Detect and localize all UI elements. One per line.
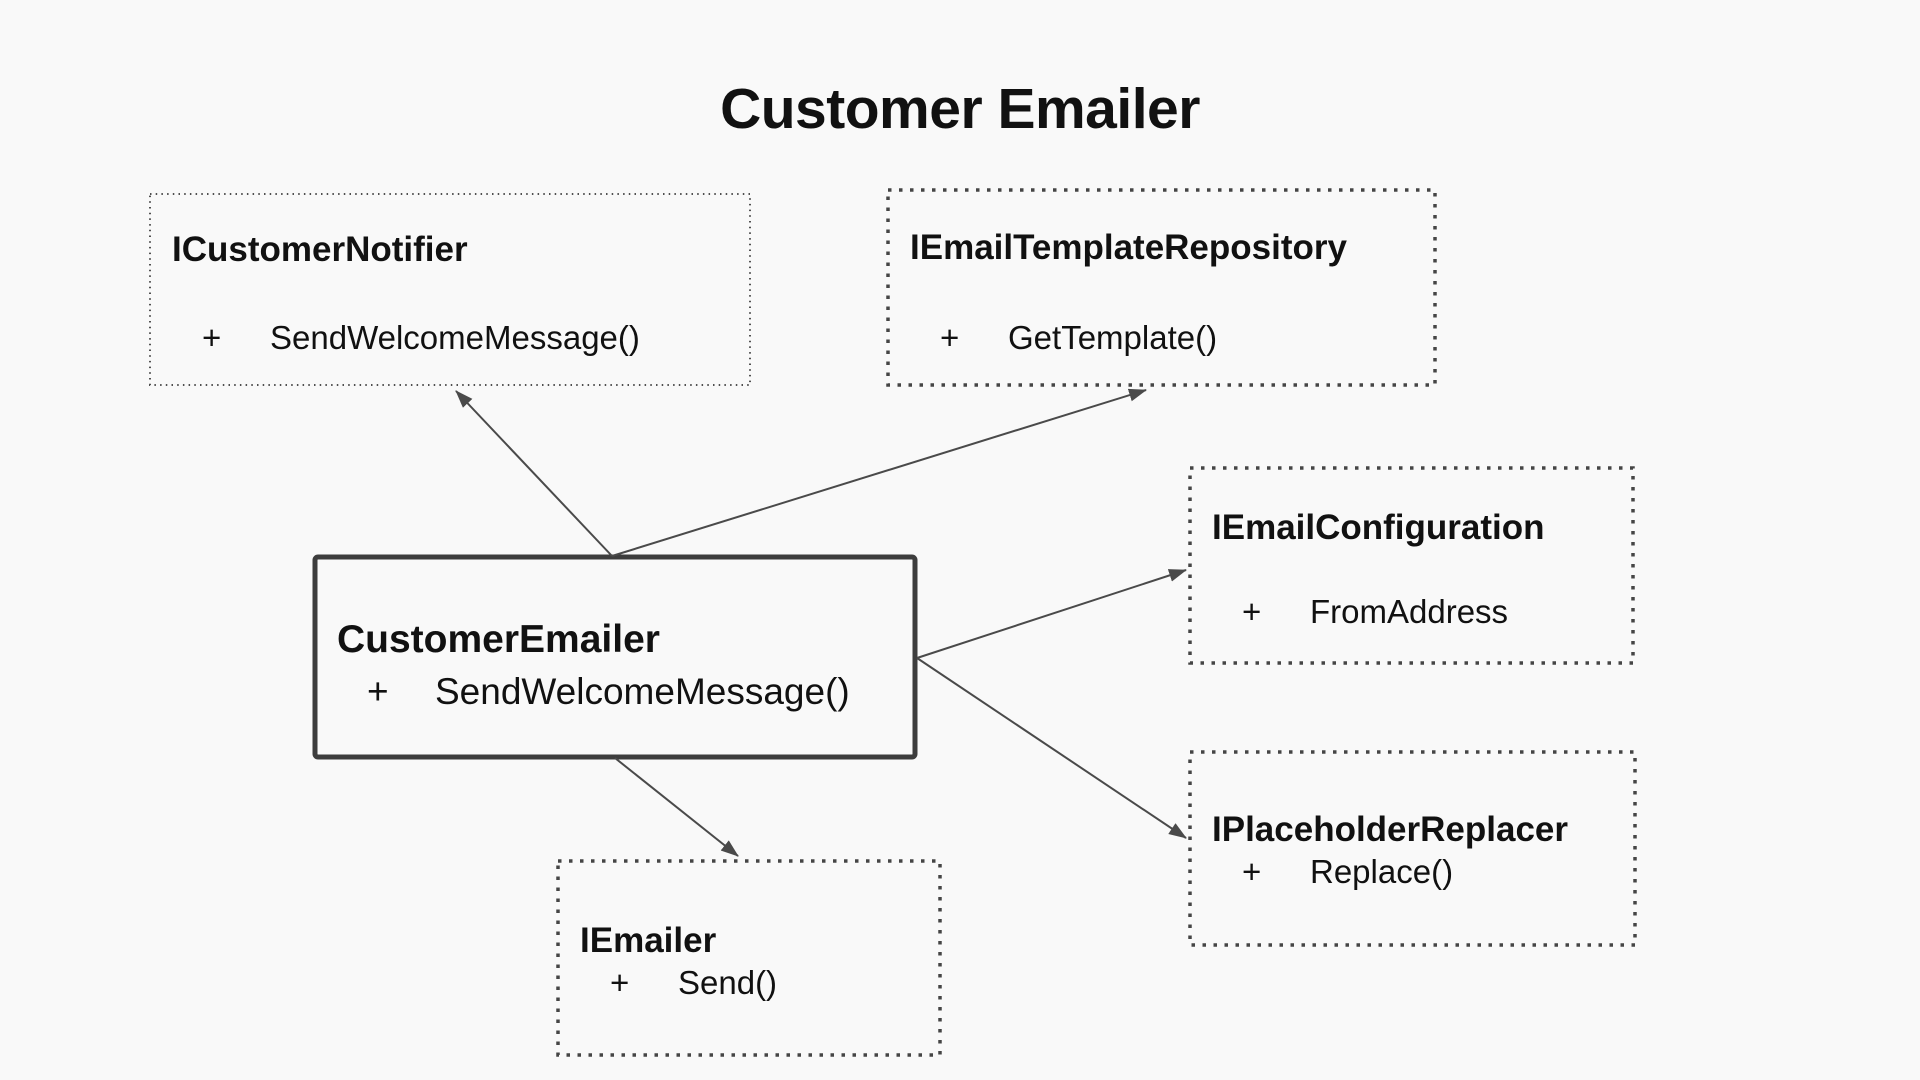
class-name: IEmailConfiguration	[1212, 508, 1545, 547]
member-row: + Send()	[558, 966, 940, 1000]
class-name: IEmailer	[580, 921, 717, 960]
class-box-customeremailer[interactable]: CustomerEmailer + SendWelcomeMessage()	[315, 557, 915, 757]
arrow-customeremailer-to-iemailtemplaterepository	[611, 388, 1147, 557]
visibility-plus: +	[202, 319, 222, 356]
member-name: Send()	[678, 964, 778, 1001]
member-name: FromAddress	[1310, 593, 1509, 630]
arrow-customeremailer-to-icustomernotifier	[455, 390, 613, 557]
visibility-plus: +	[1242, 853, 1262, 890]
iemailtemplaterepository-box-border	[886, 188, 1437, 387]
member-row: + Replace()	[1190, 855, 1635, 889]
member-row: + SendWelcomeMessage()	[150, 321, 750, 355]
class-name: IPlaceholderReplacer	[1212, 810, 1568, 849]
visibility-plus: +	[367, 671, 389, 712]
member-name: SendWelcomeMessage()	[270, 319, 640, 356]
arrow-customeremailer-to-iemailconfiguration	[916, 569, 1187, 659]
visibility-plus: +	[1242, 593, 1262, 630]
customeremailer-box-border	[312, 554, 918, 760]
class-box-iemailconfiguration[interactable]: IEmailConfiguration + FromAddress	[1190, 468, 1633, 663]
class-name: ICustomerNotifier	[172, 230, 468, 269]
visibility-plus: +	[940, 319, 960, 356]
visibility-plus: +	[610, 964, 630, 1001]
member-row: + FromAddress	[1190, 595, 1633, 629]
class-box-iemailer[interactable]: IEmailer + Send()	[558, 861, 940, 1055]
class-box-iplaceholderreplacer[interactable]: IPlaceholderReplacer + Replace()	[1190, 752, 1635, 945]
page-title: Customer Emailer	[720, 77, 1200, 141]
class-box-iemailtemplaterepository[interactable]: IEmailTemplateRepository + GetTemplate()	[888, 190, 1435, 385]
class-name: IEmailTemplateRepository	[910, 228, 1347, 267]
member-name: SendWelcomeMessage()	[435, 671, 850, 712]
iemailconfiguration-box-border	[1188, 466, 1635, 665]
member-name: GetTemplate()	[1008, 319, 1218, 356]
arrow-customeremailer-to-iplaceholderreplacer	[916, 657, 1187, 839]
icustomernotifier-box-border	[149, 193, 751, 386]
member-row: + GetTemplate()	[888, 321, 1435, 355]
class-name: CustomerEmailer	[337, 618, 660, 661]
class-box-icustomernotifier[interactable]: ICustomerNotifier + SendWelcomeMessage()	[150, 194, 750, 385]
member-name: Replace()	[1310, 853, 1454, 890]
member-row: + SendWelcomeMessage()	[315, 671, 915, 712]
arrow-customeremailer-to-iemailer	[614, 757, 739, 857]
iplaceholderreplacer-box-border	[1188, 750, 1637, 947]
